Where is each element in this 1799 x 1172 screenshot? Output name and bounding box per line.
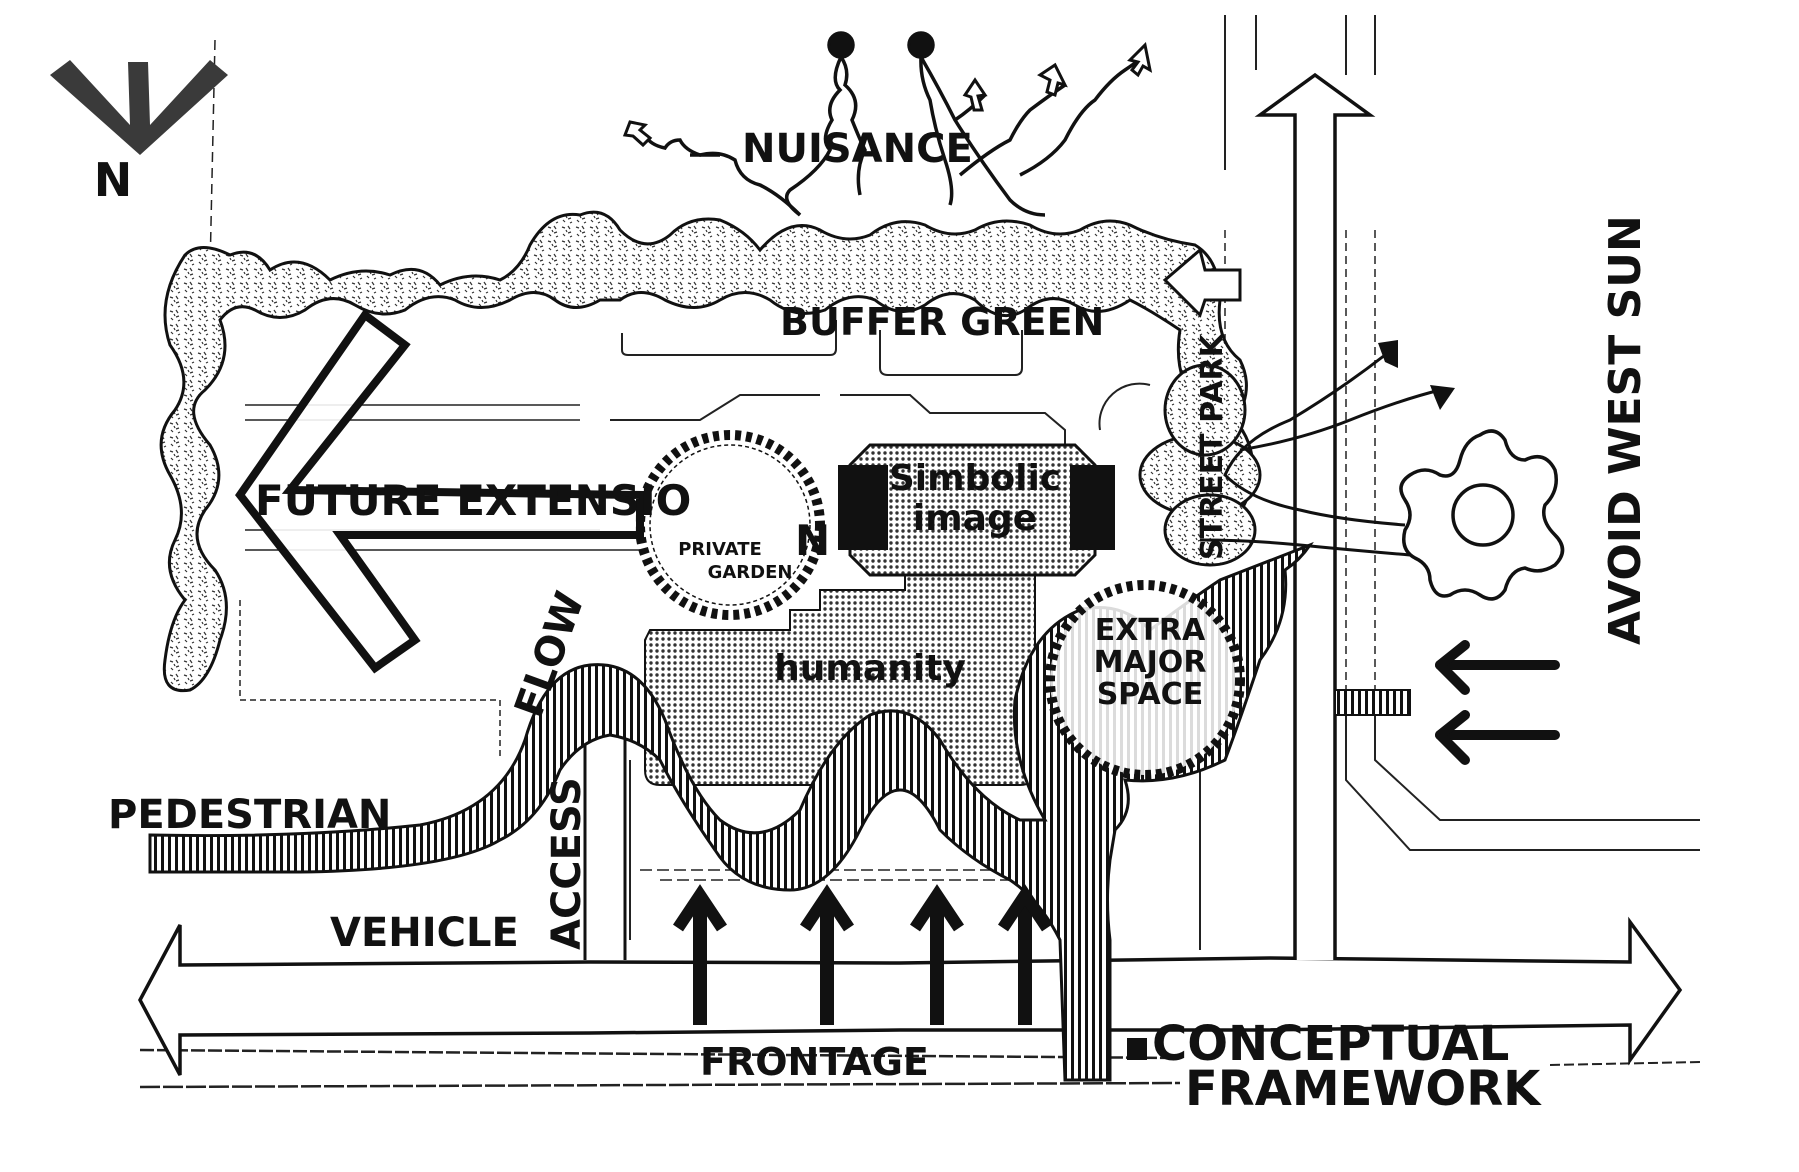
future-extension-label-cont: N [795,516,830,565]
symbolic-image-label-1: Simbolic [889,458,1061,499]
title-line-1: CONCEPTUAL [1152,1016,1509,1072]
frontage-label: FRONTAGE [700,1040,929,1084]
frontage-arrow [998,884,1052,1025]
buffer-green-label: BUFFER GREEN [780,300,1104,344]
private-garden-label-2: GARDEN [708,562,793,583]
frontage-arrows [673,884,1052,1025]
buffer-inbound-arrow [1162,247,1242,318]
symbolic-image-block [838,443,1115,577]
north-label: N [94,153,133,207]
future-extension-label: FUTURE EXTENSIO [255,476,691,525]
vehicle-road-vertical [1254,72,1376,960]
sun-ray-arrowhead-2 [1430,385,1455,410]
north-arrow-icon [50,60,228,155]
title-line-2: FRAMEWORK [1185,1061,1542,1117]
access-label: ACCESS [544,777,590,950]
avoid-west-sun-label: AVOID WEST SUN [1600,215,1651,645]
buffer-green-zone [159,210,1255,693]
sun-icon [1399,429,1565,601]
symbolic-image-label-2: image [913,498,1037,539]
street-park-zone [1138,363,1262,567]
pedestrian-connector [1334,689,1411,716]
nuisance-arrowheads [622,41,1153,148]
frontage-arrow [673,884,727,1025]
private-garden-label-1: PRIVATE [678,539,762,560]
extra-major-space-ring [1045,580,1245,780]
private-garden-ring [635,430,825,620]
future-extension-arrow [235,309,644,674]
sun-ray-arrowhead-1 [1378,340,1398,368]
street-park-label: STREET PARK [1195,332,1230,560]
nuisance-squiggles [643,31,1147,217]
frontage-arrow [800,884,854,1025]
frontage-arrow [910,884,964,1025]
title-bullet [1127,1038,1147,1060]
sun-rays [1199,353,1441,557]
extra-major-space-label-1: EXTRA [1095,613,1206,648]
pedestrian-label: PEDESTRIAN [108,792,391,838]
humanity-label: humanity [774,648,966,689]
west-sun-arrows [1435,640,1560,765]
nuisance-label: NUISANCE [742,126,973,172]
vehicle-road-horizontal [138,916,1683,1076]
vehicle-label: VEHICLE [330,910,519,956]
extra-major-space-label-3: SPACE [1097,677,1204,712]
extra-major-space-label-2: MAJOR [1094,645,1207,680]
